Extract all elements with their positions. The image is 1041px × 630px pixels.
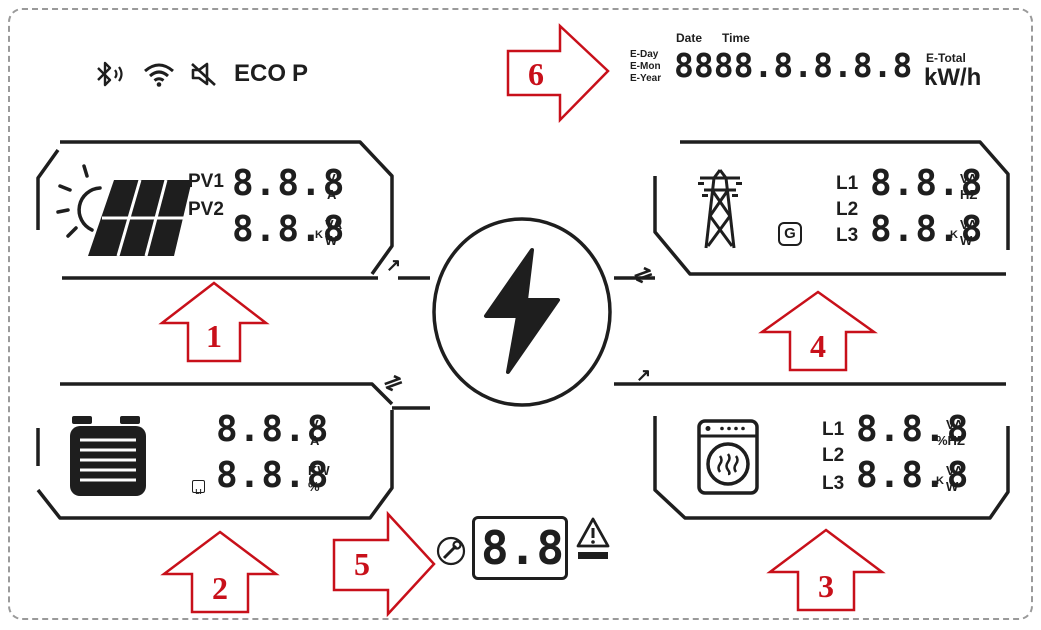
callout-arrow-6 bbox=[506, 23, 610, 124]
load-row1-digits: 8.8.8 bbox=[856, 409, 970, 450]
lcd-frame bbox=[8, 8, 1033, 620]
grid-l3-label: L3 bbox=[836, 225, 859, 246]
callout-arrow-2 bbox=[160, 530, 280, 614]
pv-row2-digits: 8.8.8 bbox=[232, 209, 346, 250]
pv-row1-digits: 8.8.8 bbox=[232, 163, 346, 204]
battery-panel: LI 8.8.8 8.8.8 V A KW % bbox=[40, 392, 390, 512]
pv-unit-a: A bbox=[327, 187, 337, 202]
warning-icon bbox=[576, 517, 610, 559]
battery-row1-digits: 8.8.8 bbox=[216, 409, 330, 450]
load-unit-k: K bbox=[936, 475, 944, 487]
battery-unit-percent: % bbox=[308, 479, 320, 494]
e-total-label: E-Total bbox=[926, 51, 966, 65]
grid-unit-hz: HZ bbox=[960, 187, 978, 202]
battery-unit-a: A bbox=[310, 433, 320, 448]
solar-panel-icon bbox=[56, 164, 192, 257]
washing-machine-icon bbox=[697, 419, 759, 495]
battery-row2-digits: 8.8.8 bbox=[216, 455, 330, 496]
grid-unit-va: VA bbox=[960, 171, 978, 186]
battery-icon bbox=[70, 416, 146, 496]
callout-5: 5 bbox=[354, 546, 370, 582]
pv-unit-v: V bbox=[327, 171, 336, 186]
grid-l2-label: L2 bbox=[836, 199, 859, 220]
load-l1-label: L1 bbox=[822, 419, 845, 440]
grid-row1-digits: 8.8.8 bbox=[870, 163, 984, 204]
battery-panel-outline-right bbox=[36, 410, 394, 520]
load-panel-outline-left bbox=[653, 416, 1010, 520]
wrench-icon bbox=[436, 536, 466, 566]
bluetooth-icon bbox=[97, 61, 123, 87]
energy-display: Date Time E-Day E-Mon E-Year 8888.8.8.8.… bbox=[628, 30, 1008, 96]
e-mon-label: E-Mon bbox=[630, 61, 661, 72]
lightning-bolt-icon bbox=[484, 248, 560, 374]
grid-unit-k: K bbox=[950, 229, 958, 241]
eco-label: ECO bbox=[234, 60, 287, 87]
load-unit-va: VA bbox=[946, 417, 964, 432]
load-panel: L1 L2 L3 8.8.8 8.8.8 VA %HZ K VA W bbox=[660, 392, 1005, 512]
transmission-tower-icon bbox=[698, 169, 742, 249]
callout-3: 3 bbox=[818, 568, 834, 604]
grid-row2-digits: 8.8.8 bbox=[870, 209, 984, 250]
pv1-label: PV1 bbox=[188, 171, 224, 192]
load-unit-w: W bbox=[946, 479, 959, 494]
battery-panel-outline bbox=[60, 382, 394, 406]
battery-unit-kw: KW bbox=[308, 463, 330, 478]
load-l2-label: L2 bbox=[822, 445, 845, 466]
grid-unit-w: W bbox=[960, 233, 973, 248]
pv-flow-arrow: ↗ bbox=[386, 255, 402, 275]
kwh-unit: kW/h bbox=[924, 64, 982, 91]
status-bar: ECO P bbox=[94, 58, 324, 90]
energy-digits: 8888.8.8.8.8 bbox=[674, 46, 913, 85]
pv-unit-w: W bbox=[325, 233, 338, 248]
load-l3-label: L3 bbox=[822, 473, 845, 494]
battery-unit-v: V bbox=[310, 417, 319, 432]
pv-panel: PV1 PV2 8.8.8 8.8.8 V A K VA W bbox=[40, 150, 390, 270]
g-badge: G bbox=[778, 222, 802, 246]
li-badge-label: LI bbox=[195, 489, 202, 496]
grid-l1-label: L1 bbox=[836, 173, 859, 194]
pv2-label: PV2 bbox=[188, 199, 224, 220]
wifi-icon bbox=[144, 63, 174, 87]
fault-display: 8.8 bbox=[436, 512, 612, 586]
pv-panel-outline bbox=[60, 140, 394, 276]
callout-1: 1 bbox=[206, 318, 222, 354]
p-label: P bbox=[292, 60, 309, 87]
speaker-mute-icon bbox=[191, 62, 216, 86]
callout-arrow-4 bbox=[758, 290, 878, 372]
load-unit-hz: %HZ bbox=[936, 433, 965, 448]
callout-arrow-5 bbox=[332, 510, 436, 618]
date-label: Date bbox=[676, 31, 703, 45]
pv-panel-outline-left bbox=[36, 148, 60, 230]
time-label: Time bbox=[722, 31, 750, 45]
grid-unit-va2: VA bbox=[960, 217, 978, 232]
load-row2-digits: 8.8.8 bbox=[856, 455, 970, 496]
grid-panel-outline bbox=[680, 140, 1010, 250]
grid-panel-outline-left bbox=[653, 176, 1006, 276]
li-badge: LI bbox=[192, 480, 205, 496]
e-year-label: E-Year bbox=[630, 73, 662, 84]
callout-6: 6 bbox=[528, 56, 544, 92]
fault-code-digits: 8.8 bbox=[481, 521, 565, 575]
pv-unit-k: K bbox=[315, 229, 323, 241]
callout-2: 2 bbox=[212, 570, 228, 606]
callout-4: 4 bbox=[810, 328, 826, 364]
grid-panel: G L1 L2 L3 8.8.8 8.8.8 VA HZ K VA W bbox=[660, 150, 1005, 270]
fault-code-box: 8.8 bbox=[472, 516, 568, 580]
load-flow-arrow: ↗ bbox=[636, 365, 652, 385]
callout-arrow-1 bbox=[158, 281, 270, 363]
load-unit-va2: VA bbox=[946, 463, 964, 478]
center-circle bbox=[432, 217, 612, 407]
pv-unit-va: VA bbox=[325, 217, 343, 232]
callout-arrow-3 bbox=[766, 528, 886, 612]
g-badge-label: G bbox=[784, 225, 796, 242]
e-day-label: E-Day bbox=[630, 49, 659, 60]
